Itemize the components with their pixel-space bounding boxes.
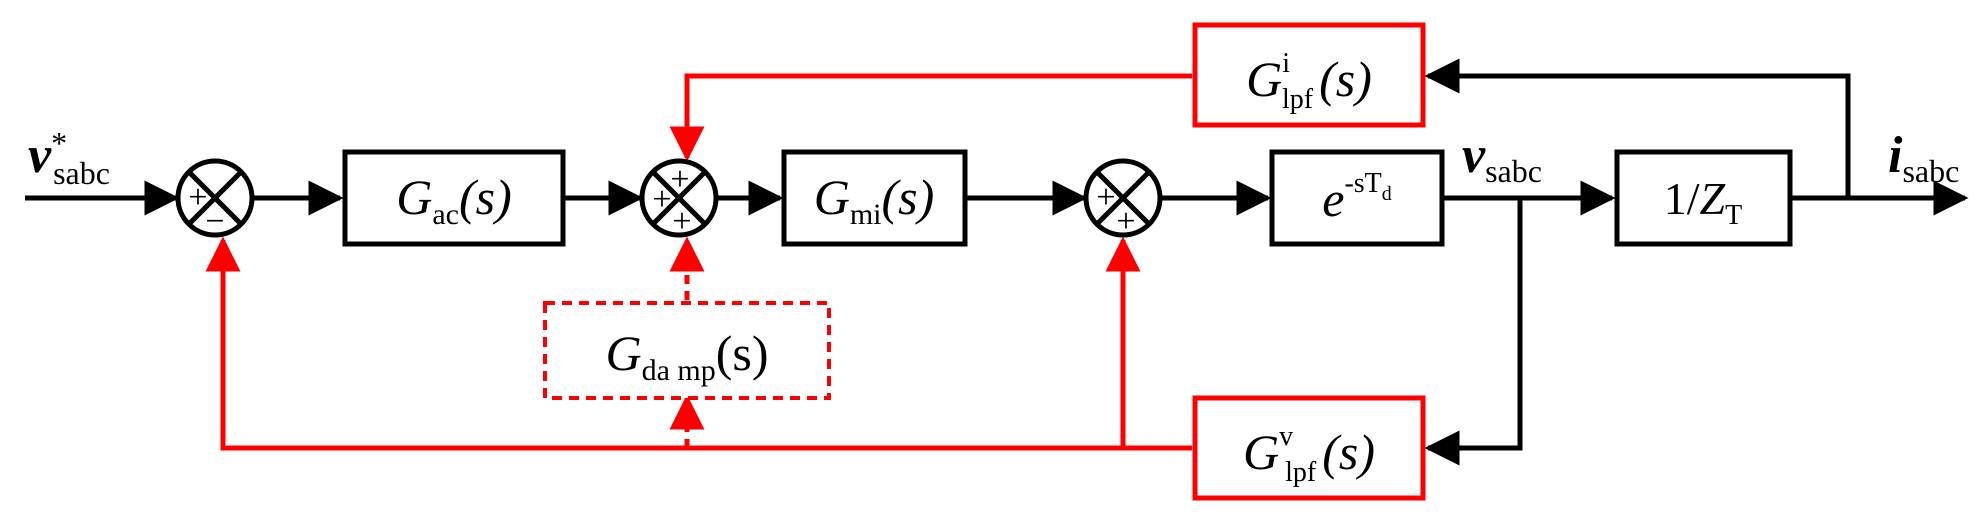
- input-sub: sabc: [53, 155, 110, 191]
- wire-voltage-feedback: [1424, 198, 1523, 466]
- wire-glpfv-to-sum1: [205, 236, 1192, 451]
- svg-text:Gda mp(s): Gda mp(s): [605, 325, 768, 387]
- signal-mid-label: vsabc: [1462, 127, 1542, 189]
- glpfi-base: G: [1246, 51, 1282, 107]
- svg-text:e-sTd: e-sTd: [1322, 168, 1392, 227]
- input-sup: *: [51, 125, 67, 161]
- svg-text:vsabc: vsabc: [1462, 127, 1542, 189]
- gmi-sub: mi: [850, 198, 882, 231]
- signal-output-label: isabc: [1888, 127, 1959, 189]
- sum-junction-1: + −: [175, 158, 255, 240]
- glpfi-sup: i: [1282, 48, 1290, 79]
- delay-sup: -sT: [1344, 168, 1381, 199]
- gmi-base: G: [814, 169, 850, 225]
- glpfv-base: G: [1243, 424, 1279, 480]
- sum2-sign-bottom: +: [672, 203, 691, 240]
- sum3-sign-left: +: [1096, 179, 1115, 216]
- svg-text:1/ZT: 1/ZT: [1664, 173, 1742, 231]
- gac-sub: ac: [432, 198, 459, 231]
- mid-sub: sabc: [1485, 153, 1542, 189]
- svg-text:isabc: isabc: [1888, 127, 1959, 189]
- block-zt: 1/ZT: [1614, 149, 1793, 247]
- output-base: i: [1888, 127, 1903, 184]
- block-delay: e-sTd: [1269, 149, 1445, 247]
- zt-base: Z: [1700, 173, 1726, 224]
- sum3-sign-bottom: +: [1116, 203, 1135, 240]
- gac-arg: (s): [459, 169, 512, 225]
- sum1-sign-left: +: [188, 179, 207, 216]
- gdamp-arg: (s): [716, 325, 769, 381]
- svg-text:Gac(s): Gac(s): [396, 169, 512, 231]
- zt-sub: T: [1725, 200, 1742, 231]
- wire-glpfi-to-sum2: [669, 73, 1192, 162]
- wire-current-feedback: [1424, 58, 1851, 198]
- sum-junction-2: + + +: [639, 158, 719, 240]
- block-glpf-v: Gv lpf(s): [1192, 395, 1426, 501]
- gdamp-sub: da mp: [642, 354, 716, 387]
- output-sub: sabc: [1902, 153, 1959, 189]
- sum-junction-3: + +: [1083, 158, 1163, 240]
- block-glpf-i: Gi lpf(s): [1192, 22, 1426, 128]
- forward-path: [25, 58, 1969, 466]
- sum1-sign-bottom: −: [205, 203, 224, 240]
- block-gac: Gac(s): [342, 149, 566, 247]
- gac-base: G: [396, 169, 432, 225]
- glpfi-arg: (s): [1319, 51, 1372, 107]
- glpfv-sub: lpf: [1285, 457, 1317, 488]
- input-base: v: [28, 127, 52, 184]
- glpfv-sup: v: [1279, 421, 1293, 452]
- block-gdamp: Gda mp(s): [543, 301, 831, 400]
- sum2-sign-top: +: [670, 161, 689, 198]
- svg-text:v*sabc: v*sabc: [28, 125, 110, 191]
- delay-supsub: d: [1382, 183, 1392, 205]
- gmi-arg: (s): [882, 169, 935, 225]
- mid-base: v: [1462, 127, 1486, 184]
- glpfi-sub: lpf: [1282, 84, 1314, 115]
- block-gmi: Gmi(s): [781, 149, 968, 247]
- gdamp-base: G: [605, 325, 641, 381]
- delay-base: e: [1322, 171, 1344, 227]
- feedback-paths: [205, 73, 1192, 451]
- svg-text:Gmi(s): Gmi(s): [814, 169, 935, 231]
- signal-input-label: v*sabc: [28, 125, 110, 191]
- zt-pre: 1/: [1664, 173, 1700, 224]
- glpfv-arg: (s): [1322, 424, 1375, 480]
- sum2-sign-left: +: [652, 181, 671, 218]
